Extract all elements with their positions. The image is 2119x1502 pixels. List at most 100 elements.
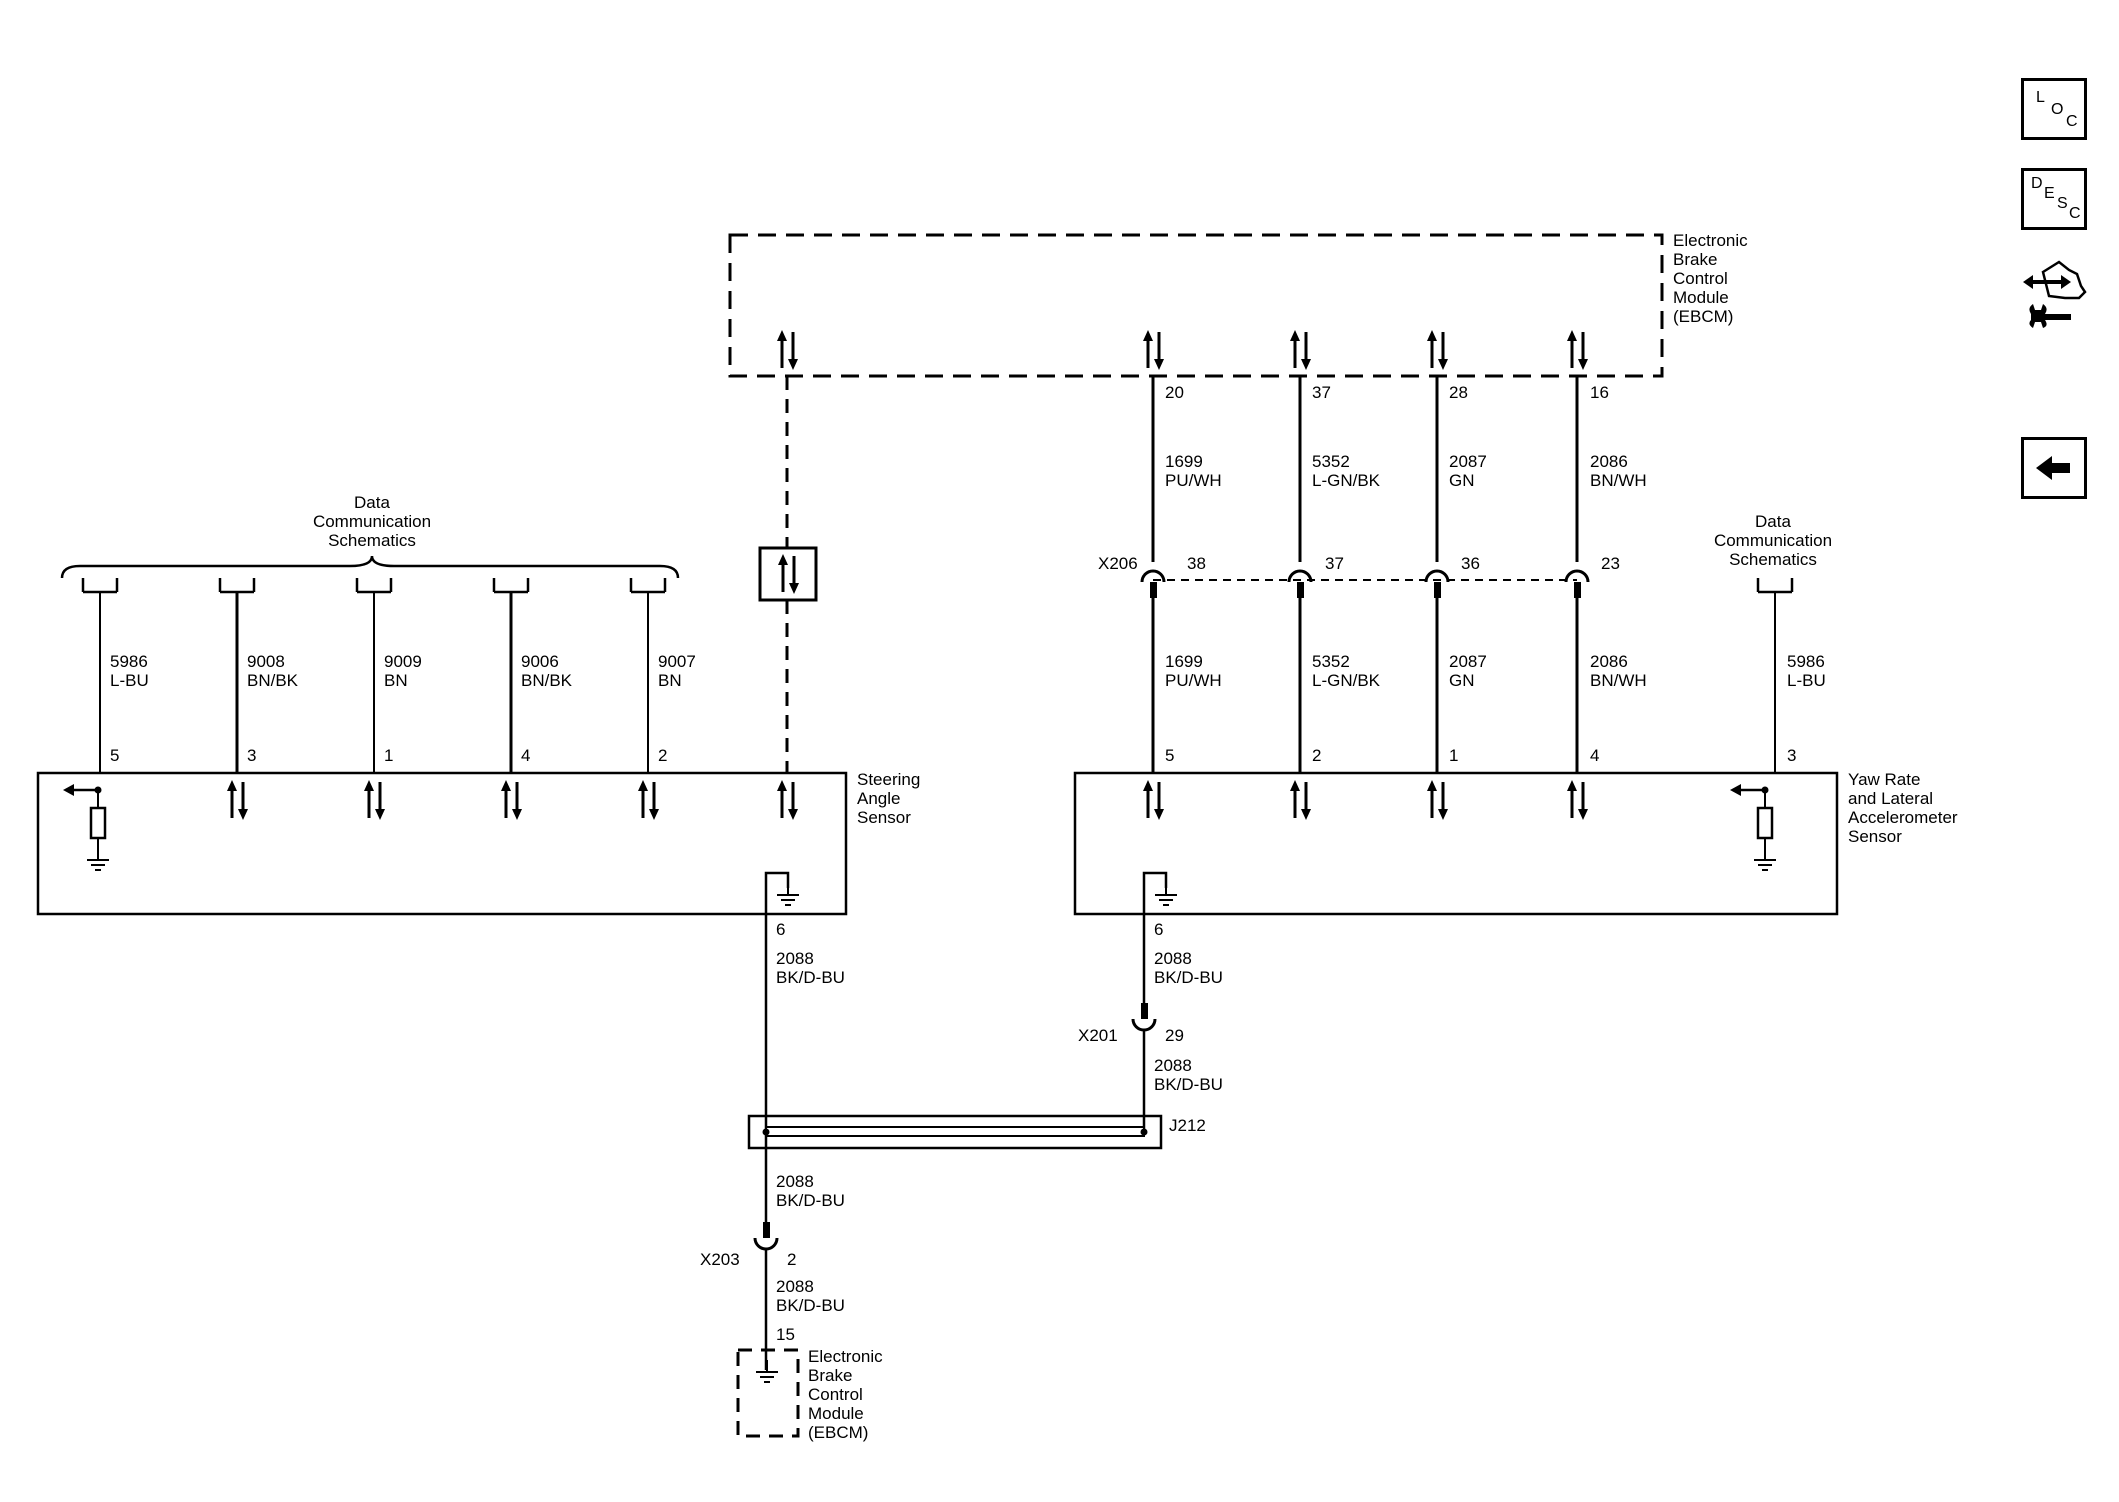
steering-pin-label: 3 [247,746,256,765]
circuit-number: 2087 [1449,652,1487,671]
yaw-rate-sensor-box [1073,771,1839,916]
svg-text:(EBCM): (EBCM) [1673,307,1733,326]
wire-color: BK/D-BU [776,1191,845,1210]
svg-text:Brake: Brake [808,1366,852,1385]
circuit-number: 5352 [1312,652,1350,671]
data-comm-fork [218,576,256,594]
loc-button[interactable]: L O C [2021,78,2087,140]
steering-data-wires [99,592,649,774]
svg-text:Module: Module [808,1404,864,1423]
svg-text:Sensor: Sensor [1848,827,1902,846]
x203-pin-label: 2 [787,1250,796,1269]
data-comm-fork [1756,576,1794,594]
ebcm-pin-label: 16 [1590,383,1609,402]
steering-angle-sensor-label: Steering Angle Sensor [857,770,920,827]
x201-connector [1131,1003,1157,1032]
circuit-number: 2086 [1590,652,1628,671]
ebcm-serial-data-arrow [775,328,800,372]
x203-connector-label: X203 [700,1250,740,1269]
circuit-number: 2088 [776,1172,814,1191]
connector-tool-button[interactable] [2021,252,2091,332]
steering-pin2-arrow [636,778,661,822]
wire-color: BK/D-BU [1154,968,1223,987]
yaw-internal-ground [1142,871,1178,914]
back-arrow-icon [2036,456,2070,480]
steering-pin-label: 2 [658,746,667,765]
back-button[interactable] [2021,437,2087,499]
svg-text:Electronic: Electronic [1673,231,1748,250]
svg-text:Yaw Rate: Yaw Rate [1848,770,1920,789]
steering-pin-label: 4 [521,746,530,765]
x201-connector-label: X201 [1078,1026,1118,1045]
connector-tool-icon [2023,260,2087,328]
circuit-number: 9006 [521,652,559,671]
yaw-pin5-arrow [1141,778,1166,822]
x206-connector-label: X206 [1098,554,1138,573]
data-comm-left-label: Data Communication Schematics [313,493,431,550]
svg-text:Communication: Communication [313,512,431,531]
yaw-rate-sensor-label: Yaw Rate and Lateral Accelerometer Senso… [1848,770,1958,846]
ebcm-pin20-arrow [1141,328,1166,372]
svg-text:Control: Control [808,1385,863,1404]
yaw-pin4-arrow [1565,778,1590,822]
svg-text:Brake: Brake [1673,250,1717,269]
circuit-number: 1699 [1165,452,1203,471]
wire-color: GN [1449,671,1475,690]
wire-color: GN [1449,471,1475,490]
steering-pin3-arrow [225,778,250,822]
svg-text:Control: Control [1673,269,1728,288]
wire-color: BN/WH [1590,671,1647,690]
wire-color: L-BU [110,671,149,690]
yaw-pin-label: 3 [1787,746,1796,765]
wire-color: BN/WH [1590,471,1647,490]
circuit-number: 2088 [1154,949,1192,968]
svg-text:(EBCM): (EBCM) [808,1423,868,1442]
svg-text:Steering: Steering [857,770,920,789]
steering-angle-sensor-box [36,771,848,916]
circuit-number: 9007 [658,652,696,671]
ebcm-lower-wires [1151,598,1579,774]
yaw-pin-label: 4 [1590,746,1599,765]
wire-color: L-BU [1787,671,1826,690]
circuit-number: 5986 [110,652,148,671]
yaw-terminating-resistor [1730,784,1777,871]
ground-pin-label: 6 [776,920,785,939]
svg-text:Schematics: Schematics [328,531,416,550]
desc-icon: D E S C [2031,175,2081,222]
svg-text:Module: Module [1673,288,1729,307]
svg-text:Sensor: Sensor [857,808,911,827]
svg-text:Angle: Angle [857,789,900,808]
ebcm-pin-label: 28 [1449,383,1468,402]
data-comm-left-brace [60,555,680,579]
wire-color: BK/D-BU [776,1296,845,1315]
steering-internal-ground [764,871,800,914]
ebcm-ground-pin-label: 15 [776,1325,795,1344]
circuit-number: 2088 [776,1277,814,1296]
wire-color: BN/BK [521,671,573,690]
x206-pin-label: 38 [1187,554,1206,573]
svg-text:Communication: Communication [1714,531,1832,550]
wire-color: BK/D-BU [776,968,845,987]
ebcm-pin37-arrow [1288,328,1313,372]
loc-icon: L O C [2036,89,2078,130]
serial-link-box [758,546,818,602]
circuit-number: 1699 [1165,652,1203,671]
steering-pin-label: 1 [384,746,393,765]
ebcm-upper-wires [1151,376,1579,562]
yaw-pin-label: 2 [1312,746,1321,765]
desc-button[interactable]: D E S C [2021,168,2087,230]
wire-color: BN [384,671,408,690]
yaw-pin-label: 5 [1165,746,1174,765]
ebcm-pin28-arrow [1425,328,1450,372]
data-comm-right-label: Data Communication Schematics [1714,512,1832,569]
data-comm-fork [355,576,393,594]
steering-pin4-arrow [499,778,524,822]
steering-terminating-resistor [63,784,110,871]
ebcm-top-label: Electronic Brake Control Module (EBCM) [1673,231,1748,326]
x201-pin-label: 29 [1165,1026,1184,1045]
circuit-number: 9008 [247,652,285,671]
circuit-number: 2086 [1590,452,1628,471]
wire-color: BK/D-BU [1154,1075,1223,1094]
circuit-number: 2087 [1449,452,1487,471]
